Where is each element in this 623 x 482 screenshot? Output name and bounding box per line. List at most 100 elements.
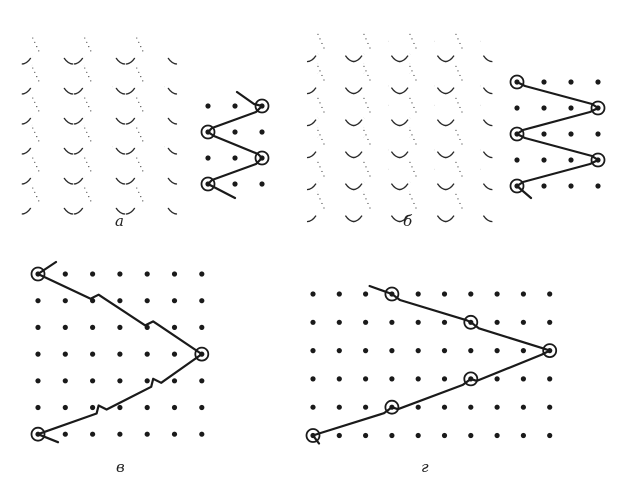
loop-leg	[167, 207, 178, 215]
underlap-inner	[31, 93, 113, 119]
loop-leg	[115, 207, 126, 215]
stipple	[86, 41, 88, 43]
needle-dot	[117, 404, 123, 411]
needle-dot	[520, 348, 527, 354]
needle-dot	[494, 376, 500, 382]
needle-dot	[62, 404, 68, 411]
loop-leg	[73, 147, 84, 155]
needle-ring	[463, 314, 479, 330]
stipple	[323, 111, 325, 113]
needle-dot	[568, 105, 574, 111]
stipple	[369, 175, 371, 177]
needle-dot	[441, 319, 448, 325]
stipple	[90, 140, 92, 142]
needle-dot	[595, 131, 601, 137]
loop-leg	[436, 87, 447, 95]
stipple	[319, 134, 321, 136]
stipple	[369, 111, 371, 113]
stipple	[461, 207, 463, 209]
loop-inner	[132, 117, 171, 149]
stipple	[86, 191, 88, 193]
needle-dot	[468, 404, 474, 410]
stipple	[455, 129, 457, 131]
stipple	[461, 79, 463, 81]
stipple	[409, 97, 411, 99]
needle-dot	[90, 324, 96, 330]
loop-inner	[359, 23, 394, 56]
needle-dot	[520, 404, 527, 410]
needle-dot	[541, 79, 547, 85]
stipple	[411, 102, 413, 104]
needle-dot	[62, 351, 68, 357]
stipple	[319, 166, 321, 168]
stipple	[34, 101, 36, 103]
stipple	[138, 131, 140, 133]
stipple	[88, 196, 90, 198]
stipple	[367, 106, 369, 109]
loop-leg	[398, 55, 409, 63]
stipple	[363, 65, 365, 67]
loop-leg	[73, 87, 84, 95]
panel-g-lapping-diagram	[305, 284, 558, 445]
loop-leg	[63, 147, 74, 155]
stipple	[369, 47, 371, 49]
stipple	[459, 202, 461, 205]
loop-leg	[482, 183, 493, 191]
needle-dot	[494, 348, 500, 354]
stipple	[319, 70, 321, 72]
needle-dot	[547, 291, 553, 297]
underlap-inner	[83, 123, 165, 149]
stipple	[365, 70, 367, 72]
loop-leg	[306, 151, 317, 159]
stipple	[457, 70, 459, 72]
needle-dot	[389, 432, 395, 439]
stipple	[36, 166, 38, 168]
loop-inner	[451, 55, 486, 88]
loop-inner	[359, 183, 394, 216]
needle-dot	[117, 298, 123, 304]
needle-dot	[171, 324, 178, 330]
loop-inner	[132, 27, 171, 59]
stipple	[136, 127, 138, 129]
loop-leg	[444, 87, 455, 95]
stipple	[317, 129, 319, 131]
needle-dot	[62, 298, 68, 304]
underlap-inner	[409, 30, 481, 56]
needle-dot	[595, 183, 601, 189]
underlap-inner	[363, 62, 435, 88]
needle-dot	[547, 432, 553, 439]
needle-dot	[415, 404, 421, 410]
needle-dot	[547, 319, 553, 325]
stipple	[365, 198, 367, 200]
loop-inner	[359, 55, 394, 88]
stipple	[88, 106, 90, 108]
loop-inner	[132, 177, 171, 209]
loop-inner	[313, 119, 348, 152]
needle-dot	[336, 376, 342, 382]
needle-ring	[590, 100, 606, 116]
needle-dot	[363, 348, 369, 354]
loop-inner	[451, 87, 486, 120]
loop-inner	[80, 117, 119, 149]
needle-dot	[144, 431, 150, 437]
loop-leg	[436, 151, 447, 159]
stipple	[461, 111, 463, 113]
stipple	[142, 50, 144, 52]
loop-inner	[313, 23, 348, 56]
needle-dot	[144, 298, 150, 304]
stipple	[367, 74, 369, 77]
needle-dot	[232, 155, 238, 161]
stipple	[459, 170, 461, 173]
loop-leg	[398, 87, 409, 95]
loop-leg	[352, 87, 363, 95]
loop-leg	[482, 215, 493, 223]
stipple	[409, 193, 411, 195]
loop-leg	[482, 87, 493, 95]
loop-leg	[115, 117, 126, 125]
loop-leg	[306, 87, 317, 95]
underlap-inner	[83, 63, 165, 89]
loop-leg	[436, 215, 447, 223]
needle-dot	[144, 378, 150, 384]
underlap-inner	[363, 71, 435, 98]
stipple	[86, 161, 88, 163]
